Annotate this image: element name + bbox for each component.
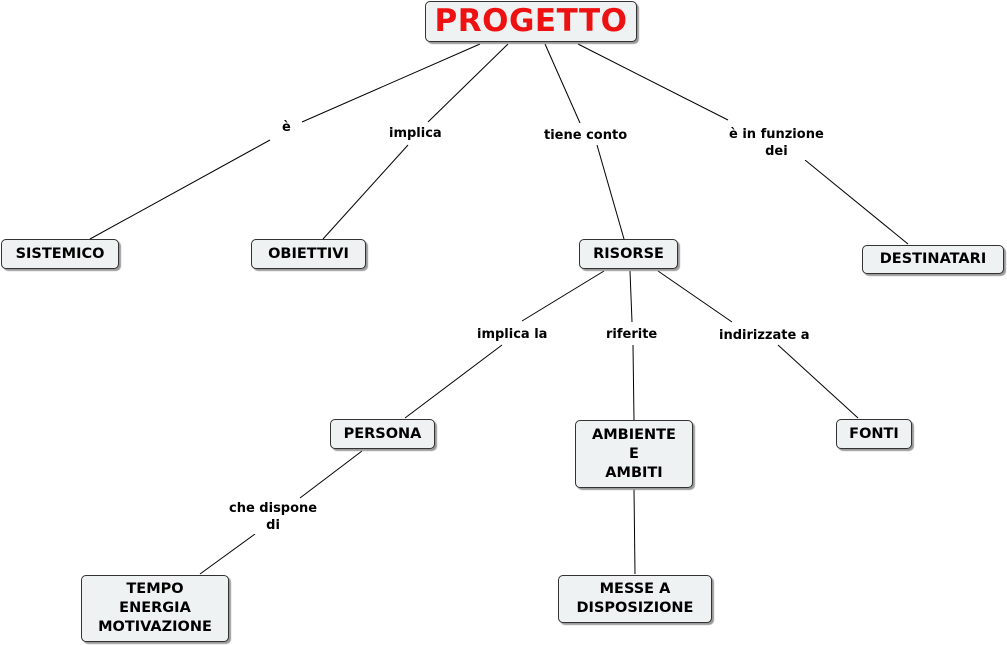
connector-risorse-implica-la (521, 270, 605, 322)
connector-progetto-tiene (544, 43, 581, 124)
link-label-e: è (280, 119, 293, 136)
connector-che-dispone-tempo (199, 533, 256, 575)
connector-risorse-riferite (629, 270, 633, 323)
link-label-implica: implica (387, 125, 444, 142)
connector-e-sistemico (89, 139, 271, 240)
link-label-implica-la: implica la (475, 326, 550, 343)
concept-persona[interactable]: PERSONA (330, 419, 435, 449)
concept-risorse[interactable]: RISORSE (579, 239, 678, 269)
connector-tiene-risorse (596, 144, 625, 240)
link-label-tiene-conto: tiene conto (542, 127, 630, 144)
concept-progetto[interactable]: PROGETTO (425, 1, 637, 42)
connector-progetto-implica (427, 43, 509, 123)
connector-risorse-indirizzate (657, 270, 733, 323)
connector-implica-obiettivi (322, 144, 409, 240)
link-label-indirizzate: indirizzate a (717, 327, 812, 344)
connector-ambiente-messe (633, 488, 636, 575)
concept-ambiente-e-ambiti[interactable]: AMBIENTE E AMBITI (575, 420, 693, 488)
concept-destinatari[interactable]: DESTINATARI (862, 245, 1004, 274)
concept-messe-a-disposizione[interactable]: MESSE A DISPOSIZIONE (558, 575, 712, 623)
link-label-che-dispone: che dispone di (227, 500, 320, 534)
connector-indirizzate-fonti (777, 344, 859, 419)
connector-persona-che-dispone (299, 450, 363, 499)
link-label-riferite: riferite (604, 326, 660, 343)
concept-obiettivi[interactable]: OBIETTIVI (251, 239, 366, 269)
connector-progetto-e (301, 43, 481, 123)
link-label-in-funzione: è in funzione dei (727, 126, 826, 160)
connector-implica-la-persona (404, 344, 503, 419)
concept-sistemico[interactable]: SISTEMICO (1, 239, 119, 269)
concept-tempo-energia-motivazione[interactable]: TEMPO ENERGIA MOTIVAZIONE (81, 575, 229, 642)
connector-riferite-ambiente (632, 344, 635, 421)
concept-fonti[interactable]: FONTI (836, 419, 912, 449)
connector-funzione-destinatari (804, 159, 909, 245)
connector-progetto-funzione (577, 43, 729, 121)
